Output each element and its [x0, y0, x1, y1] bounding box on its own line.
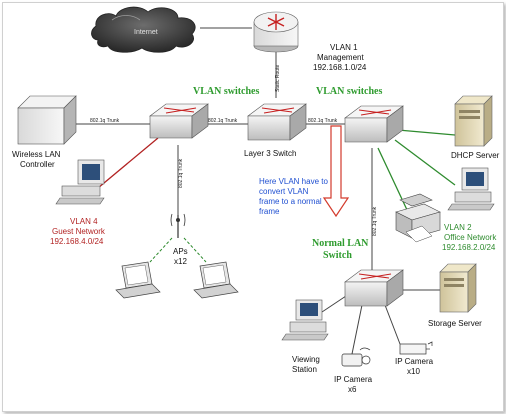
workstation-icon: [447, 167, 495, 211]
internet-label: Internet: [134, 29, 158, 36]
switch-icon: [344, 105, 404, 143]
note-line3: frame to a normal: [259, 197, 322, 206]
vlan4-sub: Guest Network: [52, 227, 106, 236]
ip-camera2-line2: x10: [407, 367, 420, 376]
laptop-icon: [115, 261, 161, 299]
layer3-switch-icon: [247, 103, 307, 141]
vlan1-net: 192.168.1.0/24: [313, 63, 367, 72]
vlan1-title: VLAN 1: [330, 43, 358, 52]
link-vlan2-workstation: [394, 139, 456, 186]
vlan1-sub: Management: [317, 53, 364, 62]
wireless-lan-controller-icon: [17, 95, 77, 145]
note-line2: convert VLAN: [259, 187, 309, 196]
static-route-label: Static Route: [275, 65, 281, 92]
layer3-switch-label: Layer 3 Switch: [244, 149, 296, 158]
wlc-label-line1: Wireless LAN: [12, 150, 61, 159]
dhcp-server-label: DHCP Server: [451, 151, 500, 160]
access-point-icon: [170, 213, 186, 238]
trunk-wlc-label: 802.1q Trunk: [90, 118, 120, 124]
normal-lan-switch-icon: [344, 269, 404, 307]
ip-camera-icon: [399, 341, 433, 355]
storage-server-label: Storage Server: [428, 319, 482, 328]
ip-camera2-line1: IP Camera: [395, 357, 434, 366]
normal-lan-label-line2: Switch: [323, 250, 352, 261]
workstation-icon: [55, 159, 105, 205]
switch-icon: [149, 103, 209, 139]
ip-camera-icon: [341, 347, 371, 367]
wireless-link-right: [183, 237, 207, 263]
normal-lan-label-line1: Normal LAN: [312, 238, 369, 249]
conversion-arrow: [322, 125, 350, 218]
laptop-icon: [193, 261, 239, 299]
link-viewing: [321, 295, 347, 313]
trunk-down-left-label: 802.1q Trunk: [178, 158, 184, 188]
link-printer: [377, 147, 409, 213]
viewing-station-line2: Station: [292, 365, 317, 374]
printer-icon: [395, 193, 441, 243]
vlan2-net: 192.168.2.0/24: [442, 243, 496, 252]
router-icon: [253, 11, 299, 53]
aps-label-line1: APs: [173, 247, 188, 256]
vlan2-sub: Office Network: [444, 233, 497, 242]
aps-label-line2: x12: [174, 257, 187, 266]
internet-cloud-icon: [91, 6, 196, 53]
ip-camera1-line1: IP Camera: [334, 375, 373, 384]
viewing-station-line1: Viewing: [292, 355, 320, 364]
vlan4-net: 192.168.4.0/24: [50, 237, 104, 246]
trunk-right-label: 802.1q Trunk: [308, 118, 338, 124]
workstation-icon: [281, 299, 329, 341]
wireless-link-left: [149, 237, 173, 263]
link-cam2: [384, 304, 401, 345]
server-icon: [454, 95, 493, 147]
note-line4: frame: [259, 207, 280, 216]
ip-camera1-line2: x6: [348, 385, 357, 394]
vlan-switches-right-label: VLAN switches: [316, 86, 382, 97]
server-icon: [439, 263, 477, 313]
vlan2-title: VLAN 2: [444, 223, 472, 232]
trunk-down-right-label: 802.1q Trunk: [372, 206, 378, 236]
link-dhcp: [397, 129, 456, 136]
note-line1: Here VLAN have to: [259, 177, 328, 186]
links: [72, 27, 456, 355]
trunk-l3-label: 802.1q Trunk: [208, 118, 238, 124]
vlan-switches-left-label: VLAN switches: [193, 86, 259, 97]
wlc-label-line2: Controller: [20, 160, 55, 169]
link-cam1: [351, 304, 363, 355]
vlan4-title: VLAN 4: [70, 217, 98, 226]
link-vlan4-workstation: [97, 137, 159, 189]
